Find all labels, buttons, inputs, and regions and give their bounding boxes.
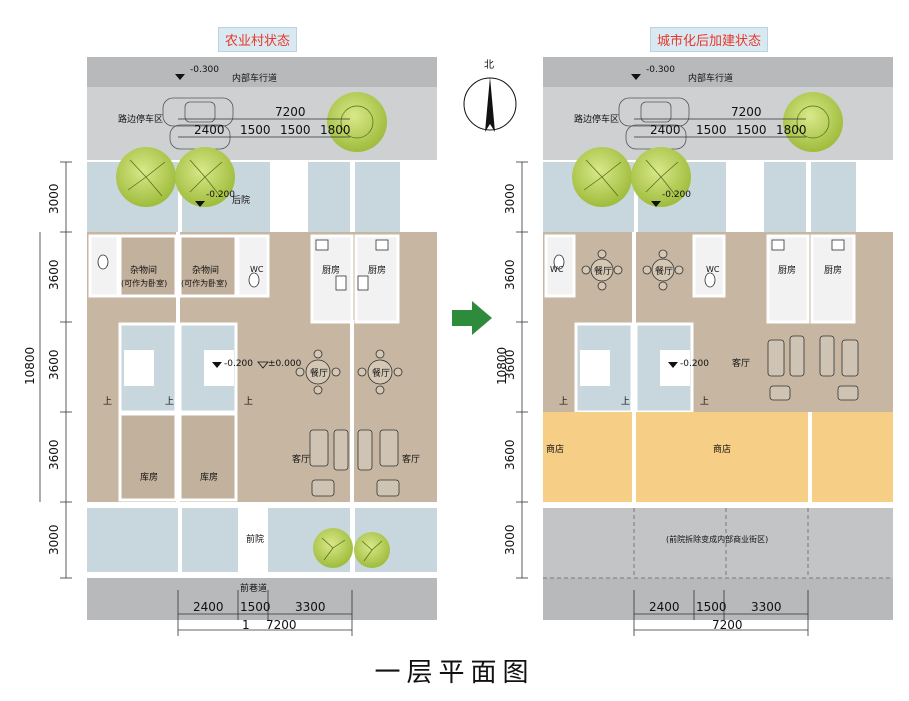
left-parking-label: 路边停车区 xyxy=(118,113,163,125)
left-dim-left-2: 3600 xyxy=(47,259,61,290)
transition-arrow xyxy=(452,301,492,335)
right-dim-left-2: 3600 xyxy=(503,259,517,290)
left-stair-mark-3: 上 xyxy=(244,396,253,407)
right-dim-left-total: 10800 xyxy=(495,347,509,385)
left-dim-left-4: 3600 xyxy=(47,439,61,470)
left-dining-2-label: 餐厅 xyxy=(372,367,390,379)
right-commercial-street xyxy=(543,508,893,578)
left-dim-top-1: 2400 xyxy=(194,123,225,137)
right-plan: -0.300 内部车行道 路边停车区 7200 2400 1500 1500 1… xyxy=(495,57,893,636)
tree-icon xyxy=(783,92,843,152)
right-shop-band xyxy=(543,412,893,502)
north-arrow-icon xyxy=(485,77,495,132)
left-stair-elev: -0.200 xyxy=(224,359,253,369)
right-wc-1-label: WC xyxy=(550,265,564,274)
right-dim-bottom-2: 1500 xyxy=(696,600,727,614)
right-dim-left-1: 3000 xyxy=(503,183,517,214)
left-warehouse-1-label: 库房 xyxy=(140,471,158,483)
right-dim-bottom-total: 7200 xyxy=(712,618,743,632)
right-dim-top-2: 1500 xyxy=(696,123,727,137)
left-storage-1-note: (可作为卧室) xyxy=(121,278,167,288)
left-kitchen-1-label: 厨房 xyxy=(322,264,340,276)
left-wc-label: WC xyxy=(250,265,264,274)
left-courtyard-elev: -0.200 xyxy=(206,190,235,200)
right-dim-left-3: 3600 xyxy=(503,349,517,380)
left-top-road xyxy=(87,57,437,87)
left-plan: -0.300 内部车行道 路边停车区 7200 2400 1500 1500 1… xyxy=(23,57,437,636)
left-dim-left-total: 10800 xyxy=(23,347,37,385)
right-plan-title: 城市化后加建状态 xyxy=(650,27,769,52)
left-dim-bottom-3: 3300 xyxy=(295,600,326,614)
left-dim-top-3: 1500 xyxy=(280,123,311,137)
tree-icon xyxy=(327,92,387,152)
north-label: 北 xyxy=(484,59,494,71)
right-arrow-icon xyxy=(452,301,492,335)
left-road-elev: -0.300 xyxy=(190,65,219,75)
right-stair-mark-1: 上 xyxy=(559,396,568,407)
left-kitchen-2-label: 厨房 xyxy=(368,264,386,276)
right-courtyard-elev: -0.200 xyxy=(662,190,691,200)
right-dim-bottom-1: 2400 xyxy=(649,600,680,614)
right-dim-bottom-3: 3300 xyxy=(751,600,782,614)
right-stair-elev: -0.200 xyxy=(680,359,709,369)
left-dim-total-top: 7200 xyxy=(275,105,306,119)
right-dim-top-1: 2400 xyxy=(650,123,681,137)
left-road-label: 内部车行道 xyxy=(232,72,277,84)
right-front-lane xyxy=(543,578,893,620)
left-stair-mark-1: 上 xyxy=(103,396,112,407)
left-dim-top-4: 1800 xyxy=(320,123,351,137)
right-shop-1-label: 商店 xyxy=(546,443,564,455)
left-floor-elev: ±0.000 xyxy=(268,359,302,369)
left-stair-mark-2: 上 xyxy=(165,396,174,407)
right-dim-top-4: 1800 xyxy=(776,123,807,137)
left-dim-bottom-left: 1 xyxy=(242,618,250,632)
right-kitchen-2-label: 厨房 xyxy=(824,264,842,276)
left-plan-title: 农业村状态 xyxy=(218,27,298,52)
right-stair-mark-2: 上 xyxy=(621,396,630,407)
left-dining-1-label: 餐厅 xyxy=(310,367,328,379)
right-dim-total-top: 7200 xyxy=(731,105,762,119)
left-living-2-label: 客厅 xyxy=(402,453,420,465)
left-front-yard-label: 前院 xyxy=(246,533,264,545)
right-stair-mark-3: 上 xyxy=(700,396,709,407)
north-compass: 北 xyxy=(463,59,517,132)
left-dim-bottom-2: 1500 xyxy=(240,600,271,614)
left-storage-2-note: (可作为卧室) xyxy=(181,278,227,288)
right-top-road xyxy=(543,57,893,87)
right-parking-label: 路边停车区 xyxy=(574,113,619,125)
right-wc-2-label: WC xyxy=(706,265,720,274)
right-living-label: 客厅 xyxy=(732,357,750,369)
left-backyard-label: 后院 xyxy=(232,194,250,206)
left-storage-1-label: 杂物间 xyxy=(130,264,157,276)
right-kitchen-1-label: 厨房 xyxy=(778,264,796,276)
left-warehouse-2-label: 库房 xyxy=(200,471,218,483)
right-dim-left-5: 3000 xyxy=(503,524,517,555)
left-storage-2-label: 杂物间 xyxy=(192,264,219,276)
left-front-lane-label: 前巷道 xyxy=(240,582,267,594)
right-dining-2-label: 餐厅 xyxy=(655,265,673,277)
right-dining-1-label: 餐厅 xyxy=(594,265,612,277)
left-dim-bottom-total: 7200 xyxy=(266,618,297,632)
right-road-label: 内部车行道 xyxy=(688,72,733,84)
left-dim-left-1: 3000 xyxy=(47,183,61,214)
drawing-caption: 一层平面图 xyxy=(374,658,535,688)
right-dim-left-4: 3600 xyxy=(503,439,517,470)
right-dim-top-3: 1500 xyxy=(736,123,767,137)
left-front-lane xyxy=(87,578,437,620)
right-road-elev: -0.300 xyxy=(646,65,675,75)
left-dim-left-5: 3000 xyxy=(47,524,61,555)
right-shop-2-label: 商店 xyxy=(713,443,731,455)
left-dim-top-2: 1500 xyxy=(240,123,271,137)
left-living-1-label: 客厅 xyxy=(292,453,310,465)
left-dim-left-3: 3600 xyxy=(47,349,61,380)
right-street-label: (前院拆除变成内部商业街区) xyxy=(666,534,768,544)
left-dim-bottom-1: 2400 xyxy=(193,600,224,614)
